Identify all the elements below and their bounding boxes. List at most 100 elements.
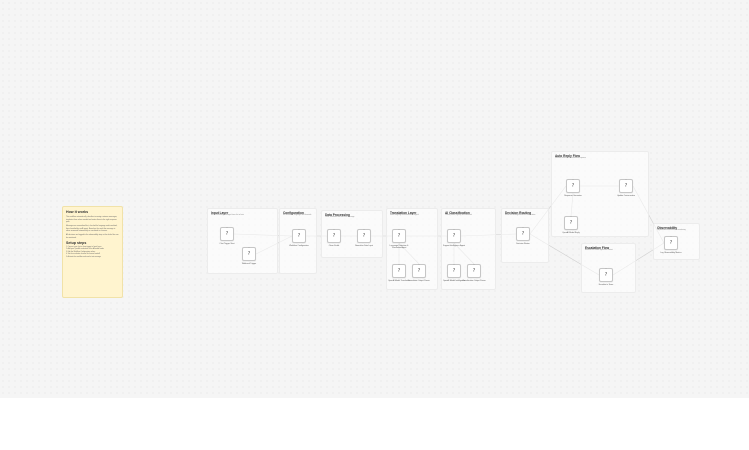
input-port[interactable] bbox=[418, 263, 420, 265]
sticky-setup-title: Setup steps bbox=[66, 240, 87, 245]
node-label: Log Observability Metrics bbox=[660, 252, 682, 254]
sticky-paragraph: Messages are normalised first, checked f… bbox=[66, 225, 118, 232]
node-label: Classification Output Parser bbox=[462, 280, 486, 282]
sticky-title: How it works bbox=[66, 210, 89, 214]
node-classification-model[interactable]: ? OpenAI Model Intelligence bbox=[443, 263, 465, 282]
section-description: Route the message based on classificatio… bbox=[505, 215, 536, 216]
node-label: OpenAI Model Intelligence bbox=[442, 280, 466, 282]
section-title: Data Processing bbox=[325, 213, 350, 217]
node-decision-router[interactable]: ? Decision Router bbox=[516, 226, 530, 245]
input-port[interactable] bbox=[453, 228, 455, 230]
setup-step: 5. Activate the workflow and send a test… bbox=[66, 256, 101, 258]
section-description: Hand off to a human agent with context bbox=[585, 250, 613, 251]
node-translation-model[interactable]: ? OpenAI Model Translation bbox=[388, 263, 410, 282]
node-support-intelligence-agent[interactable]: ? Support Intelligence Agent bbox=[443, 228, 465, 247]
section-title: Configuration bbox=[283, 211, 304, 215]
sticky-paragraph: This workflow automatically classifies i… bbox=[66, 216, 118, 223]
node-icon: ? bbox=[521, 231, 525, 237]
section-input-layer[interactable]: Input Layer Receive incoming messages fr… bbox=[207, 208, 278, 274]
setup-step: 3. Edit the Workflow Configuration value… bbox=[66, 251, 96, 253]
node-icon: ? bbox=[624, 183, 628, 189]
node-icon: ? bbox=[417, 268, 421, 274]
input-port[interactable] bbox=[605, 267, 607, 269]
node-webhook-trigger[interactable]: ? Webhook Trigger bbox=[242, 246, 256, 265]
section-title: Escalation Flow bbox=[585, 246, 610, 250]
section-title: Observability bbox=[657, 226, 678, 230]
node-reply-model[interactable]: ? OpenAI Model Reply bbox=[562, 215, 580, 234]
input-port[interactable] bbox=[363, 228, 365, 230]
node-label: Language Detection & Translation Agent bbox=[389, 245, 409, 250]
node-workflow-configuration[interactable]: ? Workflow Configuration bbox=[289, 228, 309, 247]
input-port[interactable] bbox=[333, 228, 335, 230]
node-label: OpenAI Model Reply bbox=[562, 232, 580, 234]
node-icon: ? bbox=[452, 233, 456, 239]
node-icon: ? bbox=[397, 233, 401, 239]
node-icon: ? bbox=[604, 272, 608, 278]
input-port[interactable] bbox=[670, 235, 672, 237]
input-port[interactable] bbox=[298, 228, 300, 230]
node-icon: ? bbox=[362, 233, 366, 239]
node-label: Normalize Data Input bbox=[355, 245, 373, 247]
node-label: OpenAI Model Translation bbox=[388, 280, 410, 282]
section-description: Receive incoming messages from chat or f… bbox=[211, 215, 244, 216]
node-icon: ? bbox=[452, 268, 456, 274]
node-translation-output-parser[interactable]: ? Translation Output Parser bbox=[408, 263, 430, 282]
section-translation-layer[interactable]: Translation Layer Detect language and tr… bbox=[386, 208, 438, 290]
section-description: Detect language and translate to English bbox=[390, 215, 419, 216]
node-label: Translation Output Parser bbox=[408, 280, 430, 282]
input-port[interactable] bbox=[453, 263, 455, 265]
section-title: Translation Layer bbox=[390, 211, 417, 215]
node-escalate-to-team[interactable]: ? Escalate to Team bbox=[599, 267, 613, 286]
section-description: Generate and send an automated response bbox=[555, 158, 586, 159]
node-icon: ? bbox=[332, 233, 336, 239]
input-port[interactable] bbox=[625, 178, 627, 180]
node-update-conversation[interactable]: ? Update Conversation bbox=[617, 178, 635, 197]
node-icon: ? bbox=[225, 231, 229, 237]
node-log-observability[interactable]: ? Log Observability Metrics bbox=[660, 235, 682, 254]
node-clean-fields[interactable]: ? Clean Fields bbox=[327, 228, 341, 247]
node-label: Support Intelligence Agent bbox=[442, 245, 466, 247]
section-description: Set thresholds, languages and channels bbox=[283, 215, 312, 216]
node-label: Decision Router bbox=[516, 243, 530, 245]
node-icon: ? bbox=[569, 220, 573, 226]
setup-step: 1. Connect your chat or form trigger to … bbox=[66, 246, 102, 248]
input-port[interactable] bbox=[248, 246, 250, 248]
node-label: Workflow Configuration bbox=[289, 245, 309, 247]
section-description: Log decisions and metrics for monitoring bbox=[657, 230, 686, 231]
node-label: Update Conversation bbox=[617, 195, 635, 197]
sticky-paragraph: All decisions are logged to the observab… bbox=[66, 234, 119, 239]
section-title: Input Layer bbox=[211, 211, 229, 215]
node-normalize-data[interactable]: ? Normalize Data Input bbox=[355, 228, 373, 247]
workflow-canvas[interactable]: How it works This workflow automatically… bbox=[0, 0, 749, 398]
sticky-note[interactable]: How it works This workflow automatically… bbox=[62, 206, 123, 298]
section-title: AI Classification bbox=[445, 211, 470, 215]
setup-steps-list: 1. Connect your chat or form trigger to … bbox=[66, 247, 119, 260]
node-label: Webhook Trigger bbox=[241, 263, 257, 265]
node-icon: ? bbox=[571, 183, 575, 189]
node-icon: ? bbox=[247, 251, 251, 257]
node-icon: ? bbox=[669, 240, 673, 246]
node-classification-output-parser[interactable]: ? Classification Output Parser bbox=[462, 263, 486, 282]
node-language-detection-agent[interactable]: ? Language Detection & Translation Agent bbox=[390, 228, 408, 249]
section-description: Clean, normalise and enrich the message bbox=[325, 217, 355, 218]
setup-step: 4. Set the escalation channel for human … bbox=[66, 254, 100, 256]
node-label: Escalate to Team bbox=[598, 284, 614, 286]
input-port[interactable] bbox=[398, 263, 400, 265]
node-icon: ? bbox=[397, 268, 401, 274]
input-port[interactable] bbox=[226, 226, 228, 228]
node-label: Clean Fields bbox=[328, 245, 340, 247]
input-port[interactable] bbox=[570, 215, 572, 217]
node-response-generator[interactable]: ? Response Generator bbox=[564, 178, 582, 197]
node-icon: ? bbox=[472, 268, 476, 274]
node-label: Chat Trigger Start bbox=[219, 243, 235, 245]
input-port[interactable] bbox=[473, 263, 475, 265]
section-title: Decision Routing bbox=[505, 211, 532, 215]
node-label: Response Generator bbox=[564, 195, 582, 197]
section-title: Auto Reply Flow bbox=[555, 154, 580, 158]
input-port[interactable] bbox=[522, 226, 524, 228]
input-port[interactable] bbox=[572, 178, 574, 180]
node-chat-trigger[interactable]: ? Chat Trigger Start bbox=[220, 226, 234, 245]
section-description: Classify intent, urgency and sentiment bbox=[445, 215, 472, 216]
node-icon: ? bbox=[297, 233, 301, 239]
input-port[interactable] bbox=[398, 228, 400, 230]
